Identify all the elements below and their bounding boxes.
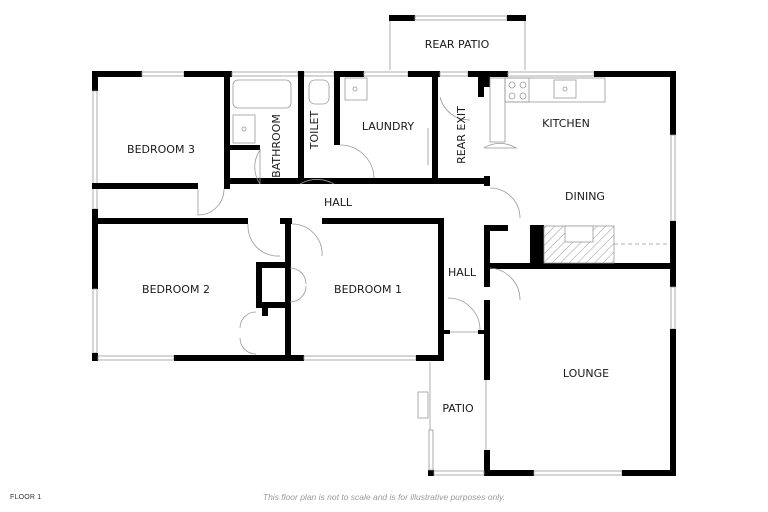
label-hall-side: HALL xyxy=(448,266,477,279)
label-bathroom: BATHROOM xyxy=(270,114,283,178)
label-bedroom-2: BEDROOM 2 xyxy=(142,283,210,296)
label-patio: PATIO xyxy=(442,402,474,415)
walls xyxy=(92,71,676,476)
label-rear-exit: REAR EXIT xyxy=(455,106,468,164)
label-bedroom-1: BEDROOM 1 xyxy=(334,283,402,296)
doors xyxy=(197,96,521,355)
rear-patio-area xyxy=(389,15,526,70)
room-labels: REAR PATIO BEDROOM 3 BATHROOM TOILET LAU… xyxy=(127,38,609,415)
label-hall-main: HALL xyxy=(324,196,353,209)
floor-label: FLOOR 1 xyxy=(10,494,42,501)
label-laundry: LAUNDRY xyxy=(362,120,415,133)
disclaimer: This floor plan is not to scale and is f… xyxy=(262,492,506,502)
label-bedroom-3: BEDROOM 3 xyxy=(127,143,195,156)
label-rear-patio: REAR PATIO xyxy=(425,38,490,51)
label-lounge: LOUNGE xyxy=(563,367,609,380)
fixtures xyxy=(232,77,670,264)
label-dining: DINING xyxy=(565,190,605,203)
label-toilet: TOILET xyxy=(308,111,321,151)
label-kitchen: KITCHEN xyxy=(542,117,590,130)
